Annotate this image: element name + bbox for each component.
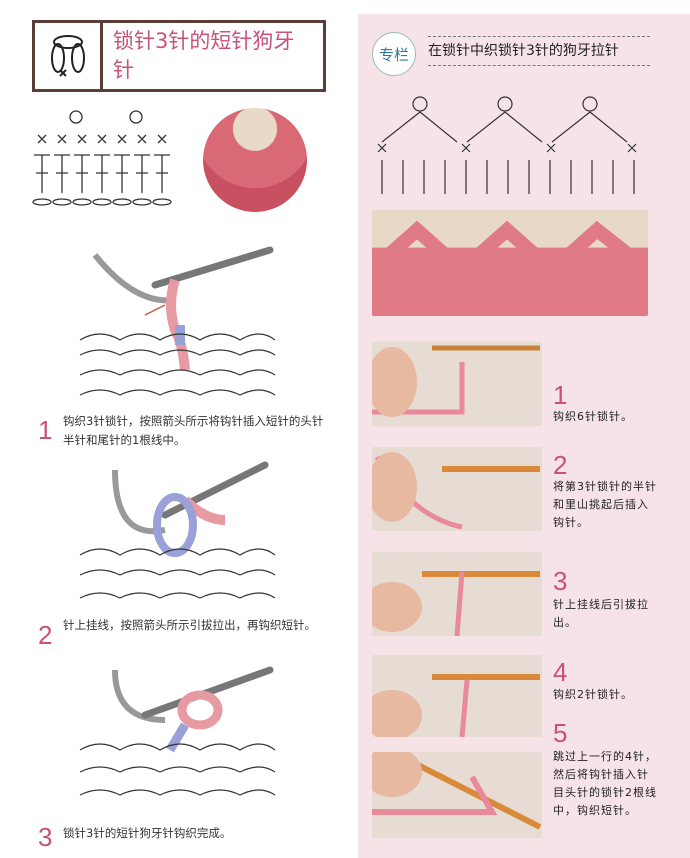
step2-illustration [79,461,275,599]
step5-photo [372,752,542,838]
step2-text: 针上挂线，按照箭头所示引拔拉出，再钩织短针。 [63,618,316,632]
step1-text: 钩织3针锁针，按照箭头所示将钩针插入短针的头针半针和尾针的1根线中。 [63,414,324,447]
step2-number: 2 [38,620,53,650]
picot-symbol-icon [35,23,103,89]
title-box: 锁针3针的短针狗牙针 [32,20,326,92]
rstep5-text: 跳过上一行的4针，然后将钩针插入针目头针的锁针2根线中，钩织短针。 [553,750,657,817]
column-badge: 专栏 [372,32,416,76]
rstep3-number: 3 [553,566,568,596]
rstep1-text: 钩织6针锁针。 [553,410,633,423]
step3-illustration [79,666,275,796]
finished-picot-photo [203,108,307,212]
rstep3-text: 针上挂线后引拔拉出。 [553,598,649,629]
step1-illustration [79,246,275,396]
step3-photo [372,552,542,636]
rstep2-text: 将第3针锁针的半针和里山挑起后插入钩针。 [553,480,657,529]
step3-number: 3 [38,822,53,852]
step1-number: 1 [38,415,53,445]
stitch-chart [32,110,172,206]
step4-photo [372,655,542,737]
rstep2-number: 2 [553,450,568,480]
rstep5-number: 5 [553,718,568,748]
rstep1-number: 1 [553,380,568,410]
step3-text: 锁针3针的短针狗牙针钩织完成。 [63,826,232,840]
step2-photo [372,447,542,531]
picot-edge-photo [372,210,648,316]
rstep4-number: 4 [553,657,568,687]
rstep4-text: 钩织2针锁针。 [553,688,633,701]
column-title: 在锁针中织锁针3针的狗牙拉针 [428,36,650,66]
picot-chain-chart [377,96,637,194]
step1-photo [372,342,542,426]
page-title: 锁针3针的短针狗牙针 [113,29,295,82]
